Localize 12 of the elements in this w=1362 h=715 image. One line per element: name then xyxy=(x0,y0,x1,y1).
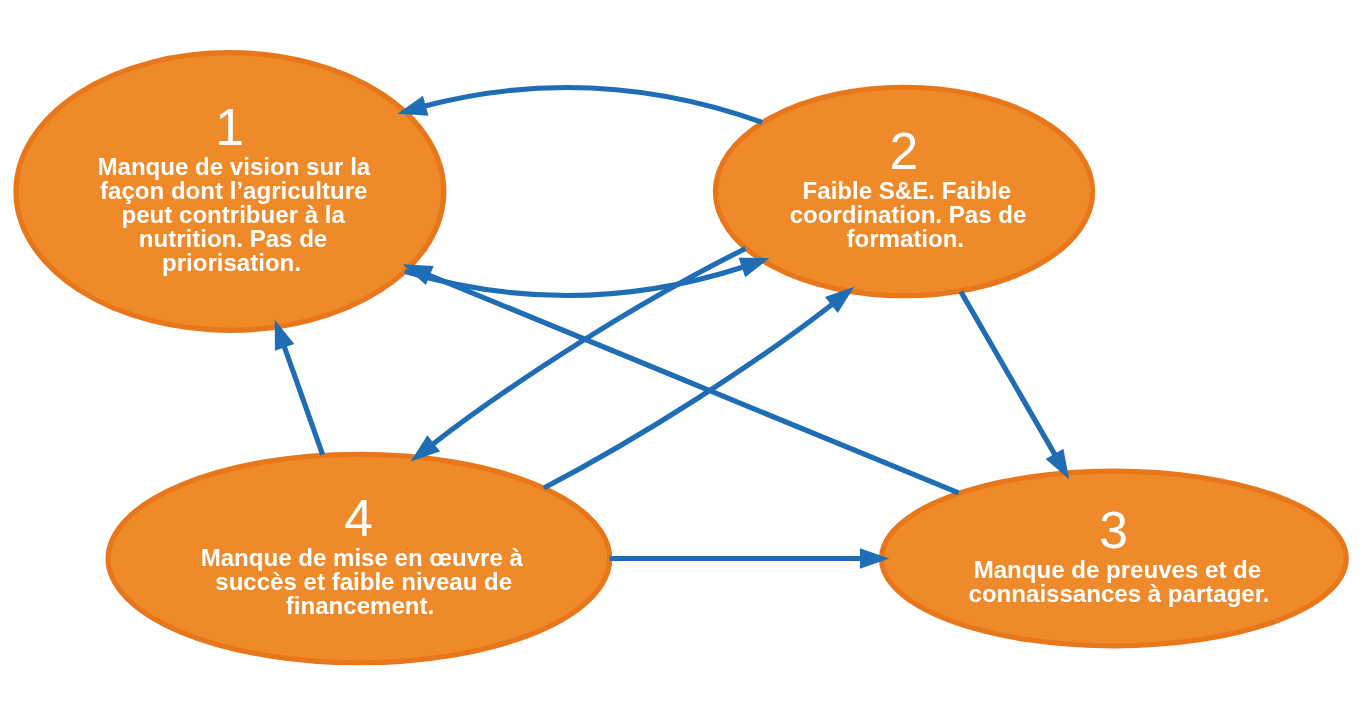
arrow xyxy=(397,84,764,125)
node-ellipse: 2 Faible S&E. Faible coordination. Pas de formation. xyxy=(712,84,1096,298)
arrow xyxy=(958,289,1070,479)
node-ellipse: 3 Manque de preuves et de connaissances à partager. xyxy=(878,468,1349,649)
arrow xyxy=(609,547,890,569)
arrow xyxy=(404,257,770,298)
arrow xyxy=(542,286,855,490)
node-ellipse: 1 Manque de vision sur la façon dont l’agriculture peut contribuer à la nutrition. Pas de priorisation. xyxy=(13,49,447,333)
arrow xyxy=(410,245,747,462)
node-ellipse: 4 Manque de mise en œuvre à succès et faible niveau de financement. xyxy=(105,451,613,665)
arrow xyxy=(402,263,960,495)
arrow xyxy=(274,319,326,455)
